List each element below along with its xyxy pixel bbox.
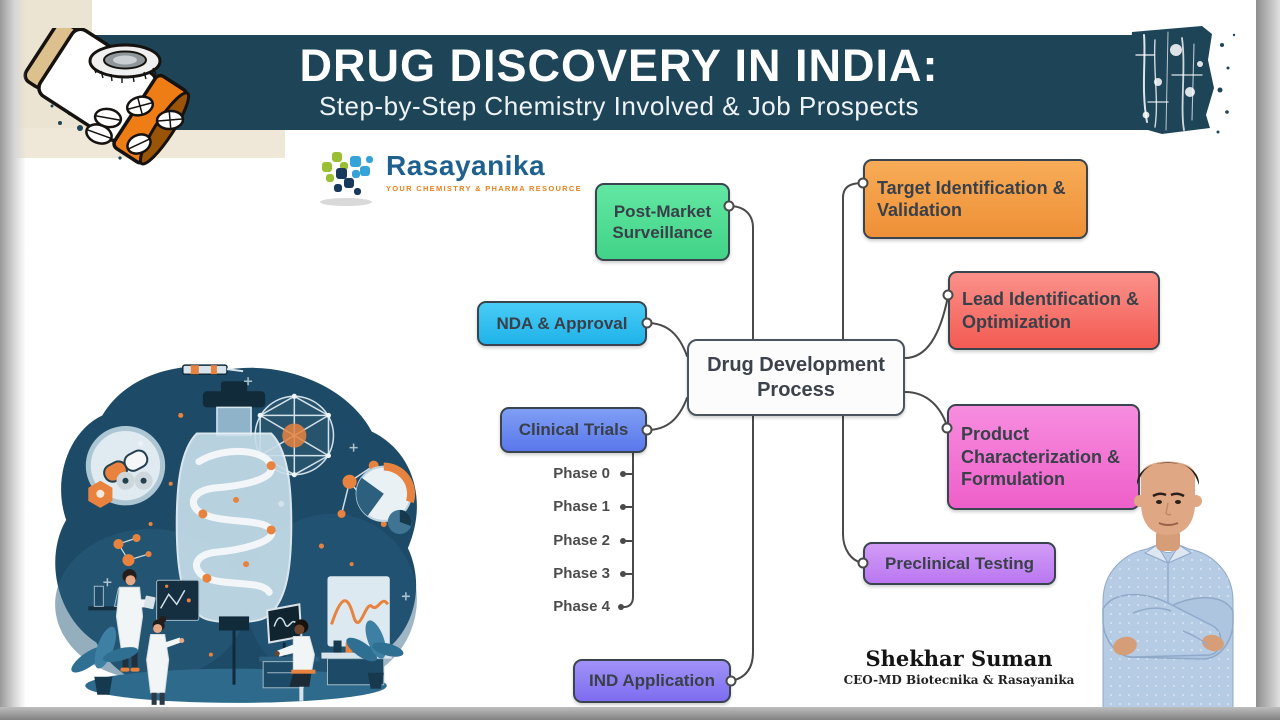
node-ind-application: IND Application: [573, 659, 731, 703]
node-nda-approval: NDA & Approval: [477, 301, 647, 346]
node-target-identification: Target Identification & Validation: [863, 159, 1088, 239]
phase-4-label: Phase 4: [553, 598, 610, 615]
node-lead-identification: Lead Identification & Optimization: [948, 271, 1160, 350]
node-drug-development-process: Drug Development Process: [687, 339, 905, 416]
bottle-lid-icon: [88, 43, 162, 83]
accent-dots-icon: [103, 377, 410, 657]
page-shadow-right: [1256, 0, 1280, 720]
rasayanika-logo: Rasayanika YOUR CHEMISTRY & PHARMA RESOU…: [316, 144, 582, 208]
page-shadow-bottom: [0, 707, 1280, 720]
node-clinical-trials: Clinical Trials: [500, 407, 647, 453]
presenter-title: CEO-MD Biotecnika & Rasayanika: [843, 673, 1075, 688]
presenter-name: Shekhar Suman: [865, 646, 1053, 671]
logo-name: Rasayanika: [386, 150, 546, 181]
plant-right-icon: [346, 620, 404, 689]
page-subtitle: Step-by-Step Chemistry Involved & Job Pr…: [318, 90, 920, 121]
node-preclinical-testing: Preclinical Testing: [863, 542, 1056, 585]
scientist-woman-icon: [146, 615, 185, 705]
bioreactor-vessel-icon: [175, 381, 293, 685]
phase-3-label: Phase 3: [553, 565, 610, 582]
node-post-market-surveillance: Post-Market Surveillance: [595, 183, 730, 261]
phase-2-label: Phase 2: [553, 532, 610, 549]
scientist-sitting-icon: [259, 603, 320, 701]
hexagon-gear-icon: [88, 471, 153, 508]
presenter-name-block: Shekhar Suman CEO-MD Biotecnika & Rasaya…: [840, 647, 1078, 687]
syringe-icon: [182, 364, 244, 375]
lab-illustration: [55, 364, 417, 705]
phase-0-label: Phase 0: [553, 465, 610, 482]
phase-1-label: Phase 1: [553, 498, 610, 515]
logo-mark-icon: [320, 152, 373, 206]
logo-tagline: YOUR CHEMISTRY & PHARMA RESOURCE: [386, 184, 582, 193]
grunge-texture-icon: [1130, 26, 1236, 134]
page-shadow-left: [0, 0, 26, 720]
plant-left-icon: [71, 626, 138, 695]
title-banner: DRUG DISCOVERY IN INDIA: Step-by-Step Ch…: [90, 35, 1148, 130]
page-title: DRUG DISCOVERY IN INDIA:: [299, 40, 939, 92]
person-photo: [1102, 461, 1234, 714]
pill-bottle-illustration: [23, 28, 212, 166]
node-product-characterization: Product Characterization & Formulation: [947, 404, 1140, 510]
pills-icon: [85, 95, 185, 155]
gauge-icon: [355, 462, 416, 534]
chart-panel-icon: [156, 579, 200, 621]
